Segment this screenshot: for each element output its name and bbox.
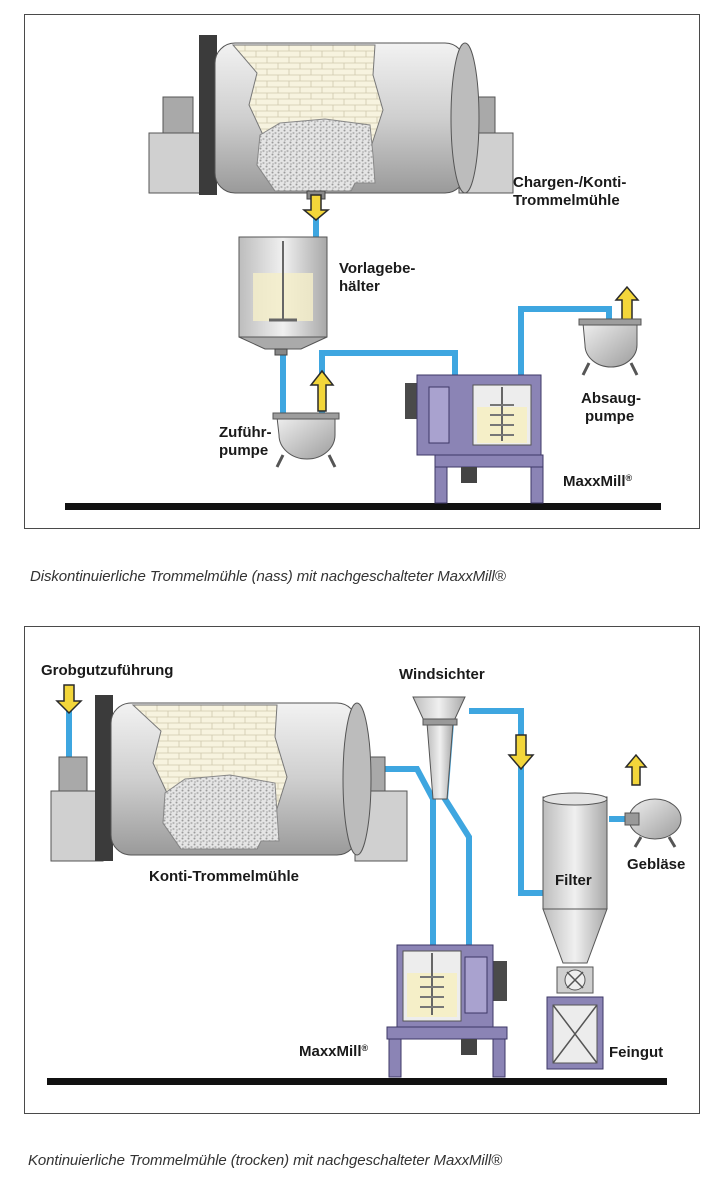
label-blower: Gebläse <box>627 856 685 873</box>
label-exhaust-pump-line1: Absaug- <box>581 390 641 407</box>
arrow-up-icon <box>309 369 335 412</box>
label-maxxmill-1: MaxxMill® <box>563 473 633 490</box>
diagram-wet-process: Chargen-/Konti- Trommelmühle Vorlagebe- … <box>24 14 700 529</box>
flow-arrows-panel-2 <box>55 684 648 786</box>
label-fine-product: Feingut <box>609 1044 663 1061</box>
filter-unit <box>542 792 608 1070</box>
maxxmill-2 <box>386 944 508 1078</box>
label-feed-pump-line1: Zuführ- <box>219 424 271 441</box>
air-classifier <box>412 696 466 800</box>
label-drum-mill-line1: Chargen-/Konti- <box>513 174 626 191</box>
blower <box>624 798 682 848</box>
arrow-down-icon <box>507 734 535 771</box>
arrow-up-icon <box>624 753 648 786</box>
exhaust-pump <box>578 318 642 376</box>
caption-wet-process: Diskontinuierliche Trommelmühle (nass) m… <box>30 568 506 585</box>
dry-process-schematic: Grobgutzuführung Windsichter Filter Gebl… <box>41 662 685 1085</box>
maxxmill-1 <box>405 374 544 504</box>
drum-mill-1 <box>148 35 514 200</box>
label-tank-line2: hälter <box>339 278 380 295</box>
label-feed-pump-line2: pumpe <box>219 442 268 459</box>
label-tank-line1: Vorlagebe- <box>339 260 415 277</box>
storage-tank <box>238 236 328 356</box>
feed-pump <box>272 412 340 468</box>
pipes-panel-2 <box>66 705 631 945</box>
diagram-dry-process: Grobgutzuführung Windsichter Filter Gebl… <box>24 626 700 1114</box>
label-conti-mill: Konti-Trommelmühle <box>149 868 299 885</box>
ground-line <box>65 503 661 510</box>
label-maxxmill-2: MaxxMill® <box>299 1043 369 1060</box>
arrow-down-icon <box>55 684 83 715</box>
label-coarse-feed: Grobgutzuführung <box>41 662 173 679</box>
arrow-up-icon <box>614 285 640 321</box>
caption-dry-process: Kontinuierliche Trommelmühle (trocken) m… <box>28 1152 503 1169</box>
label-drum-mill-line2: Trommelmühle <box>513 192 620 209</box>
wet-process-schematic: Chargen-/Konti- Trommelmühle Vorlagebe- … <box>65 35 661 510</box>
flow-arrows-panel-1 <box>301 194 640 412</box>
label-exhaust-pump-line2: pumpe <box>585 408 634 425</box>
ground-line <box>47 1078 667 1085</box>
label-classifier: Windsichter <box>399 666 485 683</box>
label-filter: Filter <box>555 872 592 889</box>
drum-mill-2 <box>50 695 408 862</box>
arrow-down-icon <box>301 194 331 221</box>
